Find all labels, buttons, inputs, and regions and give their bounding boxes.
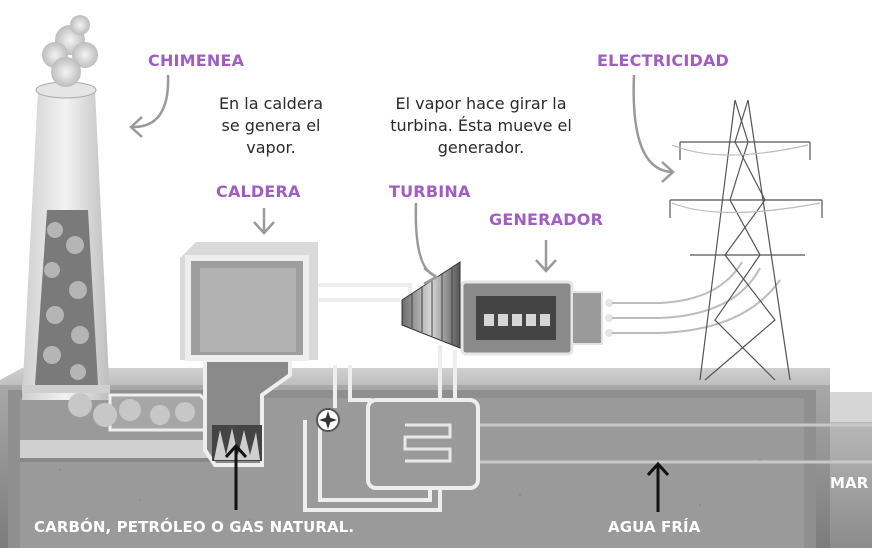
turbine (401, 261, 461, 349)
label-generador: GENERADOR (489, 210, 604, 229)
note-caldera: En la caldera se genera el vapor. (196, 93, 346, 159)
note-turbina-line-2: turbina. Ésta mueve el (390, 116, 572, 135)
arrow-agua (646, 461, 670, 512)
arrow-combustible (224, 443, 248, 510)
label-combustible: CARBÓN, PETRÓLEO O GAS NATURAL. (34, 518, 355, 536)
label-chimenea: CHIMENEA (148, 51, 245, 70)
transmission-tower (669, 99, 823, 381)
note-caldera-line-1: En la caldera (218, 94, 324, 113)
arrow-generador (535, 240, 557, 273)
label-turbina: TURBINA (389, 182, 471, 201)
arrow-turbina (414, 202, 439, 286)
fuel-trough (20, 440, 220, 462)
label-electricidad: ELECTRICIDAD (597, 51, 730, 70)
boiler (180, 242, 318, 467)
arrow-chimney (129, 74, 170, 138)
smoke (42, 15, 98, 87)
pump (316, 408, 340, 432)
note-turbina-line-1: El vapor hace girar la (395, 94, 567, 113)
note-turbina: El vapor hace girar la turbina. Ésta mue… (386, 93, 576, 159)
label-caldera: CALDERA (216, 182, 301, 201)
label-mar: MAR (830, 474, 869, 492)
condenser (366, 398, 480, 490)
note-turbina-line-3: generador. (437, 138, 525, 157)
note-caldera-line-2: se genera el (221, 116, 321, 135)
chimney (22, 81, 110, 400)
arrow-caldera (253, 208, 275, 235)
arrow-electricidad (632, 74, 675, 183)
generator (460, 280, 613, 356)
note-caldera-line-3: vapor. (246, 138, 296, 157)
label-agua: AGUA FRÍA (608, 518, 701, 536)
power-cables (612, 261, 781, 334)
